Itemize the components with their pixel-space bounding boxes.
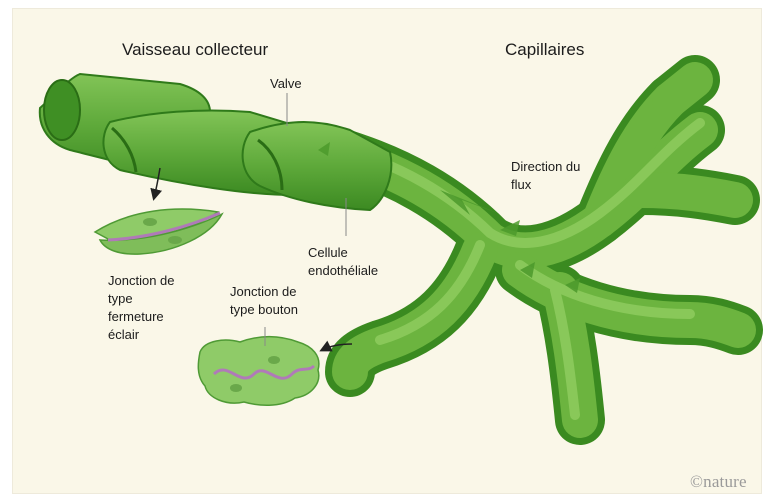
vessel-segment-3 xyxy=(243,122,392,210)
nature-credit: ©nature xyxy=(690,472,747,492)
flow-direction-label: Direction du flux xyxy=(511,158,580,194)
valve-label: Valve xyxy=(270,75,302,93)
endothelial-cell-label: Cellule endothéliale xyxy=(308,244,378,280)
vessel-open-end xyxy=(44,80,80,140)
button-junction-cells xyxy=(198,337,319,406)
button-junction-label: Jonction de type bouton xyxy=(230,283,298,319)
zipper-junction-cells xyxy=(95,209,222,254)
capillaries-heading: Capillaires xyxy=(505,40,584,60)
collecting-vessel xyxy=(40,74,392,210)
collecting-vessel-heading: Vaisseau collecteur xyxy=(122,40,268,60)
capillary-network xyxy=(330,80,738,420)
zipper-junction-label: Jonction de type fermeture éclair xyxy=(108,272,175,344)
